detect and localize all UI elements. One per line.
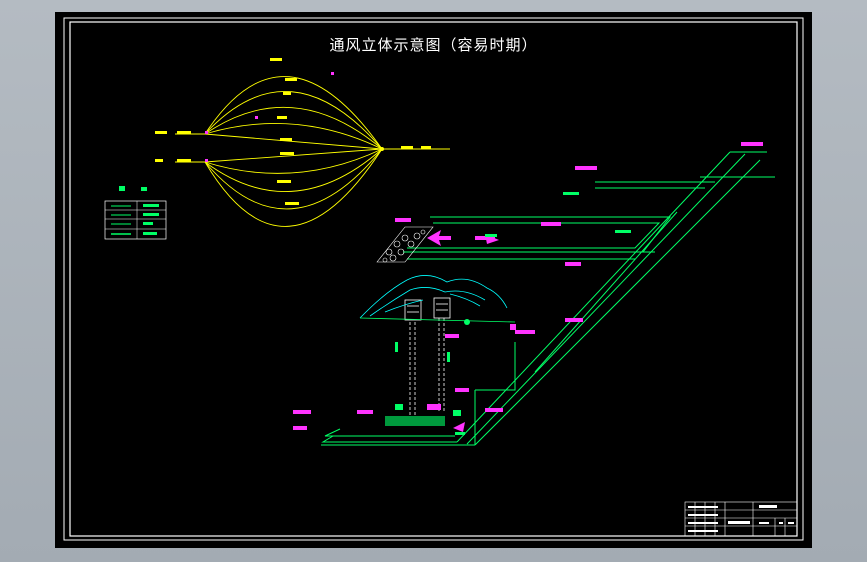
shaft-headframes bbox=[404, 297, 451, 321]
outer-frame bbox=[63, 17, 804, 541]
goaf-rubble bbox=[376, 226, 434, 263]
surface-terrain bbox=[359, 275, 508, 319]
annotations-green bbox=[395, 192, 631, 435]
drawing-canvas bbox=[63, 17, 804, 541]
fan-markers bbox=[395, 319, 470, 416]
ventilation-network-diagram bbox=[175, 76, 450, 227]
legend-box bbox=[104, 186, 167, 240]
network-magenta-marks bbox=[205, 72, 334, 162]
surface-ground bbox=[359, 317, 516, 323]
lower-area-fill bbox=[385, 416, 445, 426]
lower-level-roadway bbox=[321, 342, 516, 446]
inclined-shafts bbox=[456, 151, 775, 446]
drawing-sheet[interactable]: 通风立体示意图（容易时期） bbox=[55, 12, 812, 548]
drawing-title: 通风立体示意图（容易时期） bbox=[329, 36, 538, 54]
title-block-text bbox=[688, 505, 794, 532]
vertical-shafts bbox=[409, 318, 445, 417]
inner-frame bbox=[69, 21, 798, 537]
direction-arrows bbox=[427, 230, 499, 432]
annotations-magenta bbox=[293, 142, 763, 430]
network-node-labels bbox=[155, 58, 431, 205]
